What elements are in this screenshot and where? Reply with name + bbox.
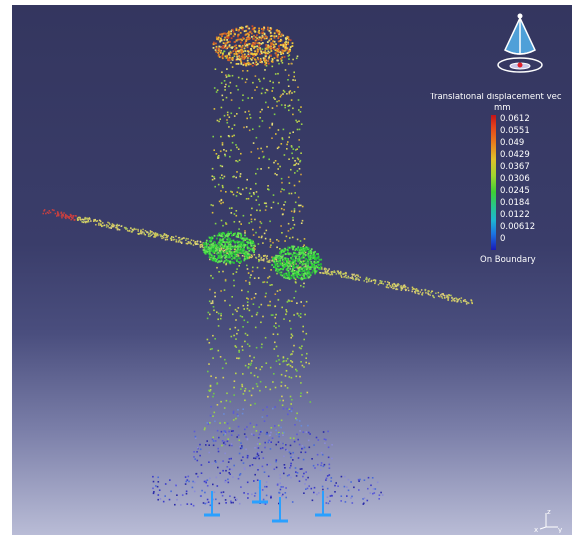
on-boundary-label: On Boundary (480, 255, 536, 265)
base-mesh-points (152, 430, 384, 507)
axis-label-x: x (534, 526, 538, 533)
compass-icon[interactable] (487, 10, 557, 80)
rod-mesh-points (42, 209, 473, 305)
legend-value: 0.0429 (500, 150, 530, 160)
cap-mesh-points (212, 25, 294, 67)
legend-value: 0.0612 (500, 114, 530, 124)
legend-color-bar (491, 115, 496, 250)
block-mesh-points (202, 231, 323, 281)
legend-value: 0.0122 (500, 210, 530, 220)
mesh-scene[interactable] (12, 5, 572, 535)
legend-value: 0.0306 (500, 174, 530, 184)
legend-value: 0 (500, 234, 506, 244)
3d-viewport[interactable]: Translational displacement vec mm 0.0612… (12, 5, 572, 535)
legend-value: 0.0551 (500, 126, 530, 136)
clamp-icon (252, 480, 268, 504)
legend-unit: mm (494, 103, 511, 113)
legend-value: 0.0184 (500, 198, 530, 208)
legend-value: 0.0245 (500, 186, 530, 196)
clamp-icon (204, 491, 220, 517)
legend-title: Translational displacement vec (430, 93, 562, 102)
clamp-restraint-symbols (204, 480, 331, 523)
legend-value: 0.0367 (500, 162, 530, 172)
axis-label-z: z (547, 508, 551, 516)
column-mesh-points (203, 45, 312, 447)
axis-triad-icon[interactable]: z x y (534, 505, 564, 533)
axis-label-y: y (558, 526, 562, 533)
legend-value: 0.049 (500, 138, 525, 148)
legend-value: 0.00612 (500, 222, 536, 232)
clamp-icon (272, 497, 288, 523)
clamp-icon (315, 491, 331, 517)
